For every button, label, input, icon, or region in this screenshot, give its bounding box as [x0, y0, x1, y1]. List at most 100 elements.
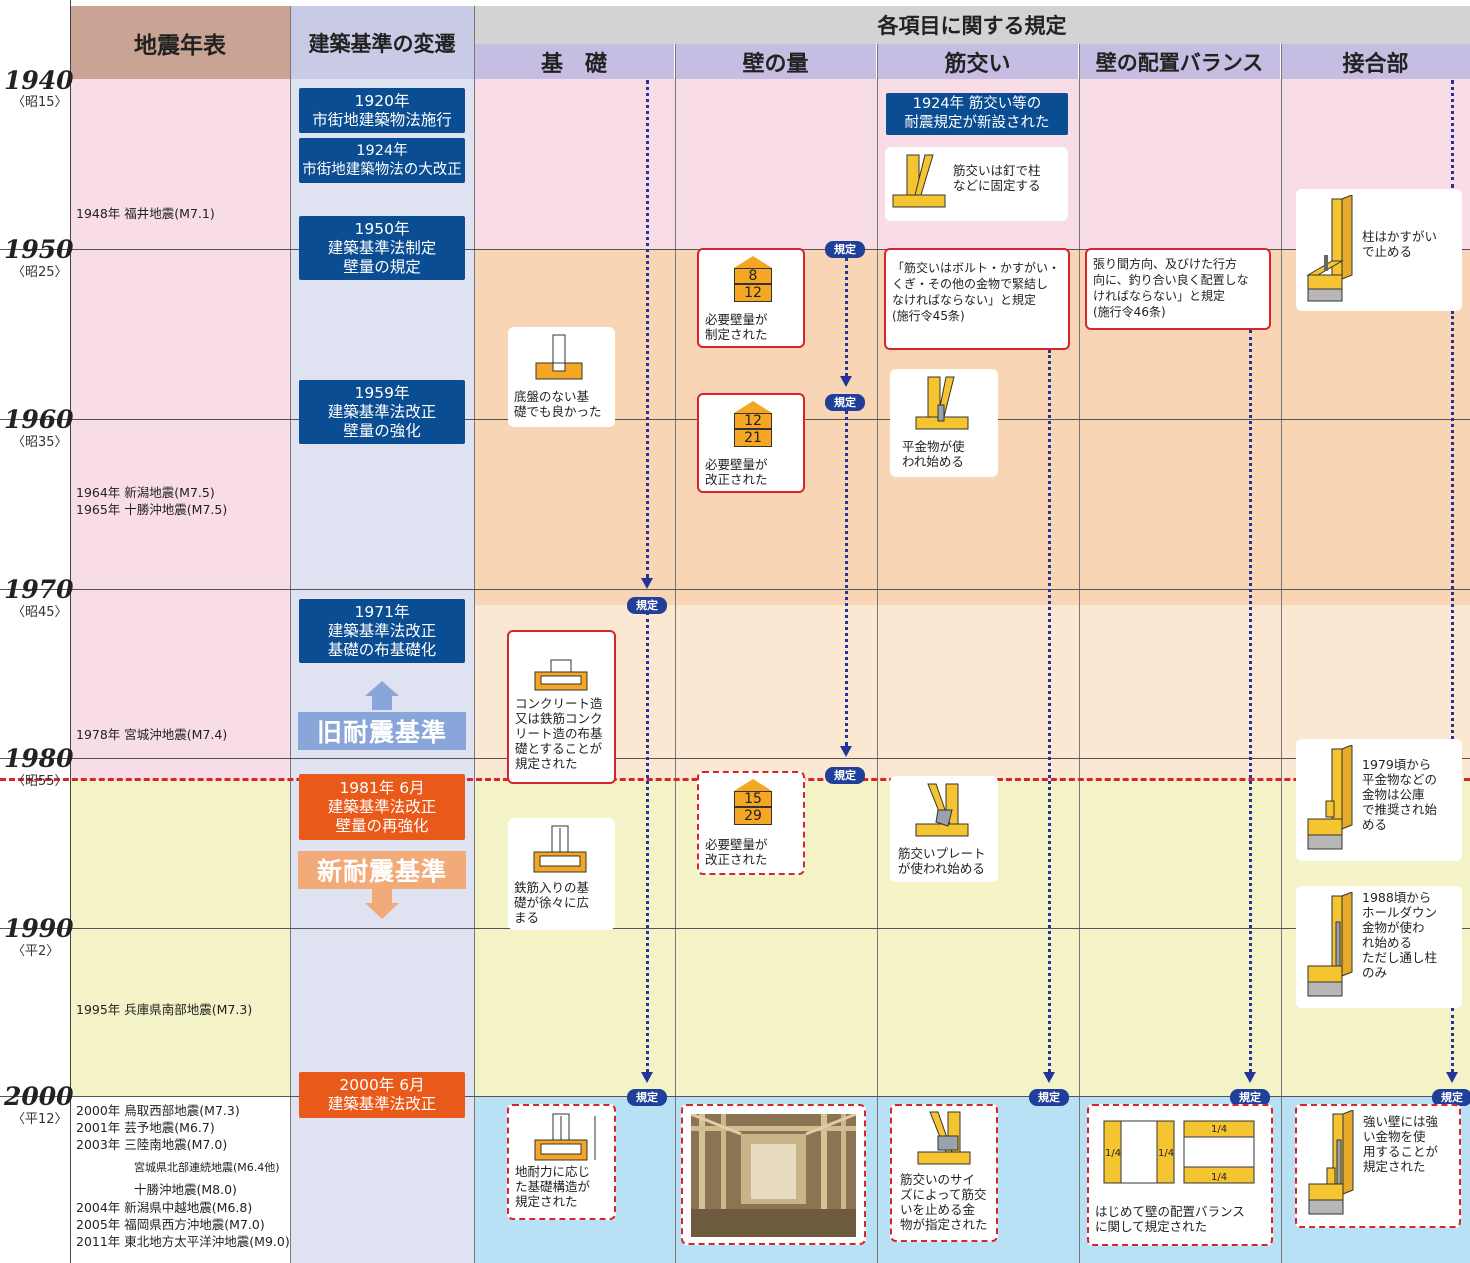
band-1970s-pink	[70, 589, 290, 780]
wall-ratio-top: 12	[734, 413, 772, 429]
kasugai-joint-icon	[1306, 195, 1353, 302]
balance-right-diagram	[1183, 1120, 1255, 1184]
balance-note: はじめて壁の配置バランス に関して規定された	[1095, 1204, 1245, 1234]
joint-card-2000: 強い壁には強 い金物を使 用することが 規定された	[1295, 1104, 1461, 1228]
earthquake-2000s: 2000年 鳥取西部地震(M7.3) 2001年 芸予地震(M6.7) 2003…	[76, 1103, 240, 1152]
hold-down-joint-icon	[1307, 892, 1353, 997]
wall-card-1959: 12 21 必要壁量が 改正された	[697, 393, 805, 493]
rule-badge: 規定	[1432, 1089, 1470, 1106]
foundation-note: コンクリート造 又は鉄筋コンク リート造の布基 礎とすることが 規定された	[515, 696, 603, 771]
dotted-line	[1249, 330, 1252, 1072]
arrowhead-icon	[840, 376, 852, 387]
wall-card-1981: 15 29 必要壁量が 改正された	[697, 771, 805, 875]
rule-badge: 規定	[1029, 1089, 1069, 1106]
year-label: 1950	[4, 235, 74, 264]
earthquake-1995: 1995年 兵庫県南部地震(M7.3)	[76, 1002, 253, 1017]
code-1971: 1971年 建築基準法改正 基礎の布基礎化	[299, 599, 465, 663]
bracing-note: 筋交いプレート が使われ始める	[898, 846, 986, 876]
rules-group-header: 各項目に関する規定	[474, 6, 1470, 44]
quake-header: 地震年表	[70, 6, 290, 79]
earthquake-1964: 1964年 新潟地震(M7.5) 1965年 十勝沖地震(M7.5)	[76, 485, 228, 517]
brace-plate-icon	[915, 783, 969, 837]
strip-foundation-icon	[534, 659, 588, 691]
brace-nail-icon	[892, 154, 946, 208]
wall-note: 必要壁量が 改正された	[705, 457, 768, 487]
wall-ratio-bottom: 21	[734, 429, 772, 447]
arrowhead-icon	[641, 578, 653, 589]
earthquake-1978: 1978年 宮城沖地震(M7.4)	[76, 727, 228, 742]
house-roof-icon	[734, 401, 772, 413]
decade-line-1990	[0, 928, 1470, 929]
era-label: 〈昭45〉	[12, 605, 68, 620]
joint-card-1988: 1988頃から ホールダウン 金物が使わ れ始める ただし通し柱 のみ	[1296, 886, 1462, 1008]
year-label: 1970	[4, 575, 74, 604]
quarter-label: 1/4	[1211, 1124, 1228, 1135]
arrow-up-stem	[372, 696, 392, 710]
year-label: 1960	[4, 405, 74, 434]
bracing-card-nail: 筋交いは釘で柱 などに固定する	[885, 147, 1068, 221]
slab-foundation-icon	[535, 334, 583, 380]
earthquake-1948: 1948年 福井地震(M7.1)	[76, 206, 215, 221]
balance-card-2000: 1/4 1/4 1/4 1/4 はじめて壁の配置バランス に関して規定された	[1087, 1104, 1273, 1246]
col-header-wall-amount: 壁の量	[675, 44, 876, 79]
foundation-card-1971: コンクリート造 又は鉄筋コンク リート造の布基 礎とすることが 規定された	[507, 630, 616, 784]
col-header-wall-balance: 壁の配置バランス	[1079, 44, 1280, 79]
col-header-joints: 接合部	[1281, 44, 1470, 79]
flat-plate-icon	[915, 376, 969, 430]
code-1981: 1981年 6月 建築基準法改正 壁量の再強化	[299, 774, 465, 840]
brace-hardware-icon	[917, 1111, 971, 1165]
earthquake-2003-tokachi: 十勝沖地震(M8.0)	[134, 1182, 237, 1197]
rule-badge: 規定	[627, 1089, 667, 1106]
joint-note: 強い壁には強 い金物を使 用することが 規定された	[1363, 1114, 1439, 1174]
quarter-label: 1/4	[1105, 1148, 1122, 1159]
wall-note: 必要壁量が 制定された	[705, 312, 768, 342]
year-label: 1990	[4, 914, 74, 943]
earthquake-2004-2011: 2004年 新潟県中越地震(M6.8) 2005年 福岡県西方沖地震(M7.0)…	[76, 1200, 290, 1249]
dotted-line	[646, 80, 649, 578]
wall-ratio-top: 8	[734, 268, 772, 284]
decade-line-2000	[0, 1096, 1470, 1097]
wall-ratio-top: 15	[734, 791, 772, 807]
bracing-card-2000: 筋交いのサイ ズによって筋交 いを止める金 物が指定された	[890, 1104, 998, 1242]
code-1924: 1924年 市街地建築物法の大改正	[299, 138, 465, 183]
divider	[877, 44, 878, 1263]
wall-ratio-bottom: 29	[734, 807, 772, 825]
year-label: 1980	[4, 744, 74, 773]
wood-frame-photo	[691, 1114, 856, 1237]
dotted-line	[845, 258, 848, 376]
bracing-card-plate: 筋交いプレート が使われ始める	[890, 776, 998, 882]
wall-card-1950: 8 12 必要壁量が 制定された	[697, 248, 805, 348]
new-standard-label: 新耐震基準	[298, 851, 466, 889]
foundation-note: 地耐力に応じ た基礎構造が 規定された	[515, 1164, 591, 1209]
decade-line-1970	[0, 589, 1470, 590]
bracing-card-flatplate: 平金物が使 われ始める	[890, 369, 998, 477]
foundation-note: 鉄筋入りの基 礎が徐々に広 まる	[514, 880, 590, 925]
rule-badge: 規定	[1230, 1089, 1270, 1106]
code-1920: 1920年 市街地建築物法施行	[299, 88, 465, 133]
dotted-line	[1451, 1008, 1454, 1072]
bracing-note: 平金物が使 われ始める	[902, 439, 965, 469]
joint-card-1979: 1979頃から 平金物などの 金物は公庫 で推奨され始 める	[1296, 739, 1462, 861]
arrowhead-icon	[641, 1072, 653, 1083]
arrowhead-icon	[1043, 1072, 1055, 1083]
flat-hardware-joint-icon	[1307, 745, 1353, 850]
code-header: 建築基準の変遷	[290, 6, 474, 79]
dotted-line	[1451, 80, 1454, 188]
wall-ratio-bottom: 12	[734, 284, 772, 302]
foundation-note: 底盤のない基 礎でも良かった	[514, 389, 602, 419]
divider	[474, 6, 475, 1263]
joint-note: 柱はかすがい で止める	[1362, 229, 1438, 259]
quarter-label: 1/4	[1211, 1172, 1228, 1183]
dotted-line	[1048, 350, 1051, 1072]
foundation-card-2000: 地耐力に応じ た基礎構造が 規定された	[507, 1104, 616, 1220]
wall-note: 必要壁量が 改正された	[705, 837, 768, 867]
joint-note: 1979頃から 平金物などの 金物は公庫 で推奨され始 める	[1362, 757, 1438, 832]
balance-left-diagram	[1103, 1120, 1175, 1184]
era-label: 〈昭55〉	[12, 774, 68, 789]
band-1940s	[70, 79, 1470, 249]
joint-card-kasugai: 柱はかすがい で止める	[1296, 189, 1462, 311]
bracing-note: 筋交いは釘で柱 などに固定する	[953, 163, 1041, 193]
balance-card-1950: 張り間方向、及びけた行方 向に、釣り合い良く配置しな ければならない」と規定 (…	[1085, 248, 1271, 330]
divider	[290, 6, 291, 1263]
year-label: 2000	[4, 1082, 74, 1111]
